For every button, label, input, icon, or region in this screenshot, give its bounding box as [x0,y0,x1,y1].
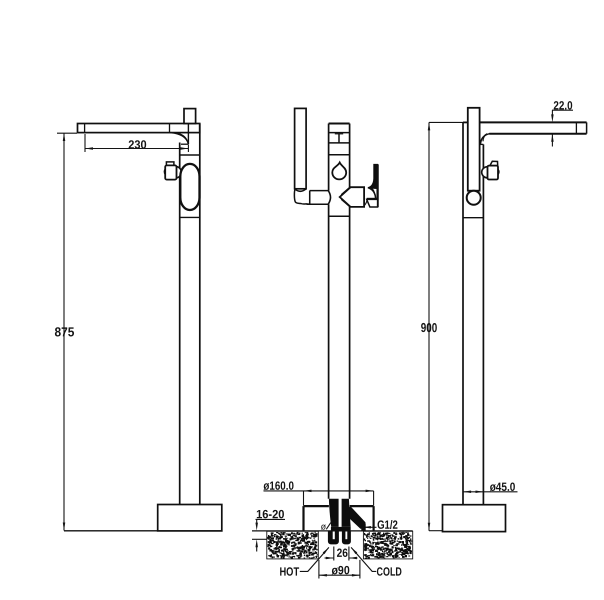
svg-text:G1/2: G1/2 [377,518,398,532]
svg-text:875: 875 [54,324,74,339]
svg-text:ø45.0: ø45.0 [490,480,516,494]
svg-text:230: 230 [128,138,147,152]
svg-text:HOT: HOT [279,565,299,579]
svg-text:ø90: ø90 [331,563,350,577]
svg-text:22.0: 22.0 [553,99,572,113]
svg-text:ø160.0: ø160.0 [263,479,294,493]
svg-text:COLD: COLD [377,565,403,579]
svg-text:ø: ø [321,522,327,532]
svg-text:26: 26 [337,546,349,560]
svg-text:16-20: 16-20 [256,507,285,521]
svg-text:900: 900 [421,320,438,335]
